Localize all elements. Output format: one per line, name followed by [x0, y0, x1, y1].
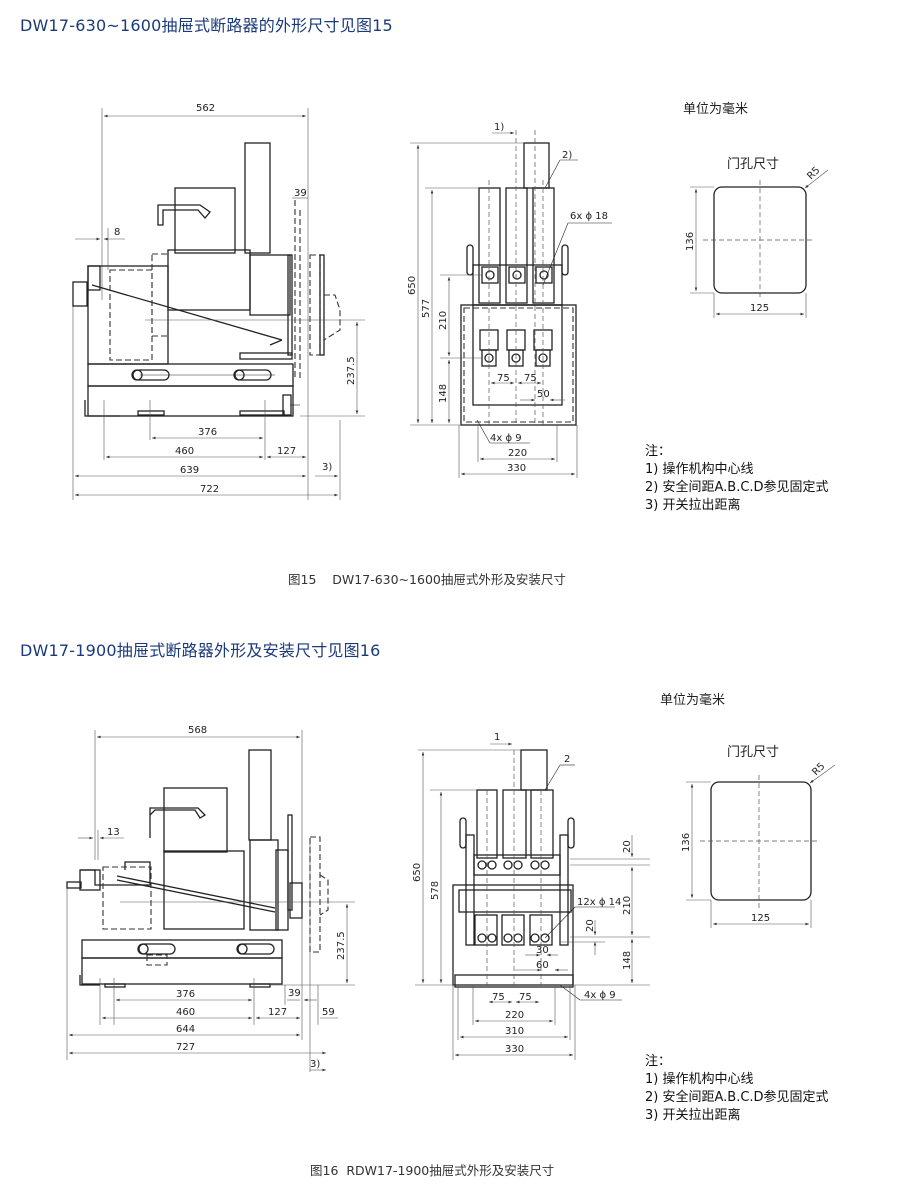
- dim-75-d: 75: [519, 992, 532, 1003]
- dim-8: 8: [114, 227, 120, 238]
- figure16-side-view: 568 237.5 13: [66, 725, 355, 1072]
- notes-title: 注：: [645, 1054, 672, 1069]
- dim-577: 577: [421, 299, 432, 318]
- dim-460-b: 460: [176, 1007, 195, 1018]
- notes-title: 注：: [645, 444, 672, 459]
- dim-220: 220: [508, 448, 527, 459]
- ref-1-b: 1: [494, 732, 500, 743]
- dim-50: 50: [537, 389, 550, 400]
- dim-148-b: 148: [622, 951, 633, 970]
- dim-127: 127: [277, 446, 296, 457]
- dim-562: 562: [196, 103, 215, 114]
- holes-4x9: 4x ϕ 9: [490, 433, 522, 444]
- dim-148: 148: [438, 384, 449, 403]
- dim-727: 727: [176, 1042, 195, 1053]
- dim-650: 650: [407, 276, 418, 295]
- ref-3: 3): [322, 462, 332, 473]
- dim-330: 330: [507, 463, 526, 474]
- figure16-front-view: 1 2 12x ϕ 14 650 578 20 210 148 20 30: [412, 732, 650, 1060]
- dim-39-b: 39: [288, 988, 301, 999]
- dim-376: 376: [198, 427, 217, 438]
- figure15-caption: 图15 DW17-630~1600抽屉式外形及安装尺寸: [288, 572, 566, 587]
- note-item: 2) 安全间距A.B.C.D参见固定式: [645, 480, 829, 495]
- ref-2: 2): [562, 150, 572, 161]
- dim-310: 310: [505, 1026, 524, 1037]
- radius-r5-b: R5: [810, 761, 827, 778]
- dim-75-b: 75: [524, 373, 537, 384]
- figure15-side-view: 562 2: [72, 103, 365, 500]
- note-item: 3) 开关拉出距离: [645, 1108, 741, 1123]
- note-item: 2) 安全间距A.B.C.D参见固定式: [645, 1090, 829, 1105]
- ref-1: 1): [494, 122, 504, 133]
- dim-578: 578: [430, 881, 441, 900]
- holes-12x14: 12x ϕ 14: [577, 897, 621, 908]
- dim-30: 30: [536, 945, 549, 956]
- dim-136-b: 136: [681, 833, 692, 852]
- dim-210: 210: [438, 311, 449, 330]
- dim-20-top: 20: [622, 840, 633, 853]
- dim-220-b: 220: [505, 1010, 524, 1021]
- dim-568: 568: [188, 725, 207, 736]
- holes-6x18: 6x ϕ 18: [570, 211, 608, 222]
- figure16-heading: DW17-1900抽屉式断路器外形及安装尺寸见图16: [20, 641, 381, 660]
- note-item: 1) 操作机构中心线: [645, 462, 754, 477]
- dim-13: 13: [107, 827, 120, 838]
- dim-650-b: 650: [412, 863, 423, 882]
- note-item: 3) 开关拉出距离: [645, 498, 741, 513]
- dim-722: 722: [200, 484, 219, 495]
- dim-75-c: 75: [492, 992, 505, 1003]
- figure16-door-cutout: 门孔尺寸 R5 136 125: [681, 745, 836, 928]
- holes-4x9-b: 4x ϕ 9: [584, 990, 616, 1001]
- dim-330-b: 330: [505, 1044, 524, 1055]
- figure16-caption: 图16 RDW17-1900抽屉式外形及安装尺寸: [310, 1163, 555, 1178]
- radius-r5: R5: [805, 165, 822, 182]
- ref-2-b: 2: [564, 754, 570, 765]
- dim-20-inner: 20: [585, 919, 596, 932]
- door-cutout-title: 门孔尺寸: [727, 157, 779, 172]
- dim-125: 125: [750, 303, 769, 314]
- dim-127-b: 127: [268, 1007, 287, 1018]
- dim-59: 59: [322, 1007, 335, 1018]
- dim-136: 136: [685, 232, 696, 251]
- ref-3-b: 3): [310, 1059, 320, 1070]
- figure15-front-view: 1) 2) 6x ϕ 18 650 577 210 148 75 75 50 4…: [407, 122, 612, 478]
- dim-210-b: 210: [622, 896, 633, 915]
- dim-125-b: 125: [751, 913, 770, 924]
- figure15-heading: DW17-630~1600抽屉式断路器的外形尺寸见图15: [20, 16, 393, 35]
- dim-644: 644: [176, 1024, 195, 1035]
- dim-460: 460: [175, 446, 194, 457]
- dim-237-5-b: 237.5: [336, 931, 347, 960]
- figure15-unit-label: 单位为毫米: [683, 102, 749, 117]
- figure15-notes: 注： 1) 操作机构中心线 2) 安全间距A.B.C.D参见固定式 3) 开关拉…: [645, 443, 829, 515]
- door-cutout-title-b: 门孔尺寸: [727, 745, 779, 760]
- dim-376-b: 376: [176, 989, 195, 1000]
- dim-639: 639: [180, 465, 199, 476]
- figure16-notes: 注： 1) 操作机构中心线 2) 安全间距A.B.C.D参见固定式 3) 开关拉…: [645, 1053, 829, 1125]
- dim-60: 60: [536, 960, 549, 971]
- dim-75-a: 75: [497, 373, 510, 384]
- figure16-unit-label: 单位为毫米: [660, 693, 726, 708]
- dim-237-5: 237.5: [346, 356, 357, 385]
- dim-39: 39: [294, 188, 307, 199]
- note-item: 1) 操作机构中心线: [645, 1072, 754, 1087]
- figure15-door-cutout: 门孔尺寸 R5 136 125: [685, 157, 829, 318]
